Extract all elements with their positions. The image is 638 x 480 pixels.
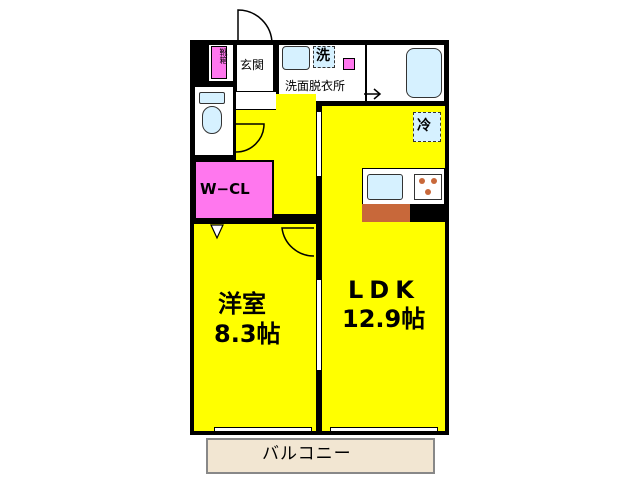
shoe-storage-label: 靴箱 [219, 48, 228, 64]
sliding-door [317, 280, 321, 370]
kitchen-column [410, 204, 445, 222]
ldk-name: LDK [348, 276, 420, 304]
washroom-door-marker [364, 88, 382, 100]
washroom-label: 洗面脱衣所 [285, 79, 346, 93]
western-door-swing [281, 227, 315, 257]
partition-wall [316, 106, 322, 431]
washer-space [313, 46, 335, 68]
bathtub [406, 48, 442, 98]
western-room-name: 洋室 [218, 290, 266, 318]
hall-step [236, 92, 276, 110]
entrance-door-swing [237, 9, 273, 45]
closet-door-marker [210, 224, 224, 240]
counter-front [362, 204, 410, 222]
walk-in-closet [194, 160, 274, 220]
fridge-label: 冷 [417, 118, 431, 134]
toilet-door-swing [235, 123, 265, 153]
walk-in-closet-label: W−CL [200, 180, 250, 198]
balcony [206, 438, 435, 474]
stove-burner [425, 189, 431, 195]
hallway-lower [276, 94, 316, 214]
stove [414, 174, 442, 200]
toilet-bowl [202, 106, 222, 134]
western-room-size: 8.3帖 [214, 320, 281, 348]
ldk-room [322, 106, 445, 431]
sliding-door [317, 112, 321, 176]
stove-burner [419, 178, 425, 184]
stove-burner [431, 178, 437, 184]
window [330, 427, 438, 432]
window [214, 427, 312, 432]
toilet-tank [199, 92, 225, 104]
fridge-space [413, 112, 441, 142]
shoe-storage-cabinet [211, 46, 227, 79]
kitchen-sink [367, 174, 403, 200]
entrance [236, 44, 274, 92]
western-room [194, 224, 316, 431]
washbasin [282, 46, 310, 70]
entrance-label: 玄関 [240, 58, 265, 72]
washroom-shelf [343, 58, 355, 70]
washer-label: 洗 [316, 48, 330, 64]
balcony-label: バルコニー [262, 444, 352, 464]
ldk-size: 12.9帖 [342, 305, 426, 333]
